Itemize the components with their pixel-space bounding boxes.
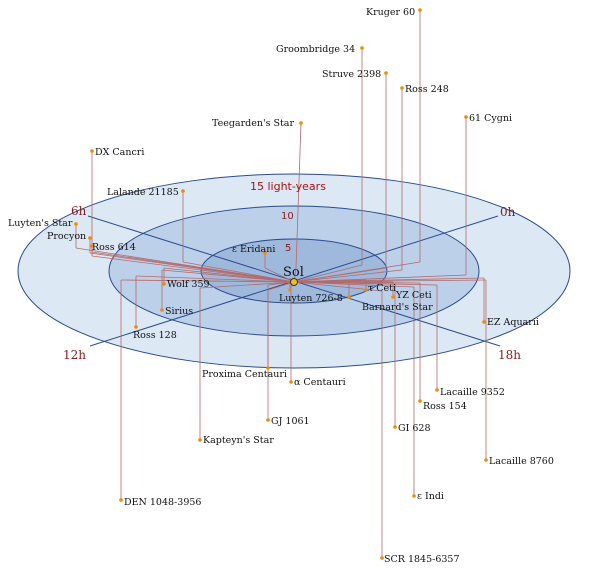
star-dot-luyten-s-star (74, 222, 78, 226)
star-label-ross-248: Ross 248 (405, 84, 449, 95)
star-label-luyten-726-8: Luyten 726-8 (279, 293, 343, 304)
star-label-ross-128: Ross 128 (133, 330, 177, 341)
ground-line-sirius (161, 269, 295, 283)
star-dot-61-cygni (464, 115, 468, 119)
star-dot-kapteyn-s-star (198, 438, 202, 442)
star-dot-groombridge-34 (360, 46, 364, 50)
star-dot-gj-1061 (266, 418, 270, 422)
star-label-ross-614: Ross 614 (92, 242, 136, 253)
star-dot-struve-2398 (384, 71, 388, 75)
star-label-barnard-s-star: Barnard's Star (362, 302, 433, 313)
star-label-sirius: Sirius (165, 306, 193, 317)
star-dot-ross-614 (90, 244, 94, 248)
star-label-centauri: α Centauri (294, 377, 346, 388)
star-dot-lacaille-8760 (484, 458, 488, 462)
star-label-indi: ε Indi (417, 491, 444, 502)
star-dot-dx-cancri (90, 149, 94, 153)
ground-line-luyten-s-star (75, 247, 295, 283)
star-label-teegarden-s-star: Teegarden's Star (212, 118, 294, 129)
ring-label-5: 5 (285, 243, 291, 254)
star-label-luyten-s-star: Luyten's Star (8, 218, 73, 229)
star-dot-den-1048-3956 (119, 498, 123, 502)
star-dot-yz-ceti (391, 295, 395, 299)
star-label-lacaille-9352: Lacaille 9352 (440, 387, 505, 398)
ground-line-indi (293, 281, 415, 288)
ground-line-lalande-21185 (182, 261, 295, 283)
hour-label-12h: 12h (63, 348, 86, 362)
star-label-ez-aquarii: EZ Aquarii (487, 317, 539, 328)
ground-line-ross-248 (293, 269, 403, 283)
star-label-gj-1061: GJ 1061 (271, 416, 310, 427)
star-dot-proxima-centauri (266, 366, 270, 370)
star-label-yz-ceti: YZ Ceti (395, 290, 432, 301)
star-dot-kruger-60 (418, 8, 422, 12)
ground-line-procyon (89, 252, 295, 283)
ground-line-eridani (264, 267, 295, 283)
star-label-lalande-21185: Lalande 21185 (107, 187, 179, 198)
star-label-lacaille-8760: Lacaille 8760 (489, 456, 554, 467)
star-dot-gi-628 (393, 425, 397, 429)
star-label-scr-1845-6357: SCR 1845-6357 (384, 554, 460, 565)
star-label-groombridge-34: Groombridge 34 (276, 44, 355, 55)
star-label-ceti: τ Ceti (368, 283, 396, 294)
ground-line-ross-614 (91, 255, 295, 283)
star-label-eridani: ε Eridani (232, 244, 275, 255)
star-label-procyon: Procyon (47, 231, 86, 242)
scale-title: 15 light-years (250, 180, 326, 193)
star-dot-sirius (160, 308, 164, 312)
star-label-proxima-centauri: Proxima Centauri (202, 369, 287, 380)
star-label-den-1048-3956: DEN 1048-3956 (124, 497, 201, 508)
ground-line-groombridge-34 (293, 264, 363, 283)
star-dot-indi (412, 494, 416, 498)
star-dot-ross-248 (400, 86, 404, 90)
star-label-kruger-60: Kruger 60 (366, 7, 415, 18)
ground-line-struve-2398 (293, 267, 387, 283)
ground-line-den-1048-3956 (120, 279, 295, 283)
star-dot-scr-1845-6357 (380, 556, 384, 560)
star-dot-ross-128 (134, 325, 138, 329)
star-dot-wolf-359 (162, 282, 166, 286)
star-label-61-cygni: 61 Cygni (469, 113, 512, 124)
star-label-kapteyn-s-star: Kapteyn's Star (203, 435, 274, 446)
star-dot-ez-aquarii (482, 320, 486, 324)
star-label-wolf-359: Wolf 359 (167, 279, 210, 290)
ground-line-kapteyn-s-star (199, 281, 295, 289)
star-dot-luyten-726-8 (288, 288, 292, 292)
star-dot-lacaille-9352 (435, 388, 439, 392)
hour-label-0h: 0h (500, 205, 516, 219)
star-dot-lalande-21185 (181, 189, 185, 193)
star-dot-ceti (364, 288, 368, 292)
star-dot-procyon (88, 236, 92, 240)
stem-teegarden-s-star (295, 122, 302, 269)
star-label-struve-2398: Struve 2398 (322, 69, 381, 80)
star-dot-centauri (289, 380, 293, 384)
hour-label-18h: 18h (498, 348, 521, 362)
star-dot-barnard-s-star (347, 295, 351, 299)
star-label-ross-154: Ross 154 (423, 401, 467, 412)
star-dot-eridani (263, 251, 267, 255)
ring-label-10: 10 (281, 211, 294, 222)
sol-dot (290, 278, 298, 286)
star-dot-teegarden-s-star (299, 121, 303, 125)
ground-line-lacaille-8760 (293, 279, 487, 283)
hour-label-6h: 6h (71, 204, 87, 218)
sol-label: Sol (283, 265, 304, 280)
star-dot-ross-154 (418, 399, 422, 403)
star-label-dx-cancri: DX Cancri (95, 147, 144, 158)
star-label-gi-628: GI 628 (398, 423, 431, 434)
